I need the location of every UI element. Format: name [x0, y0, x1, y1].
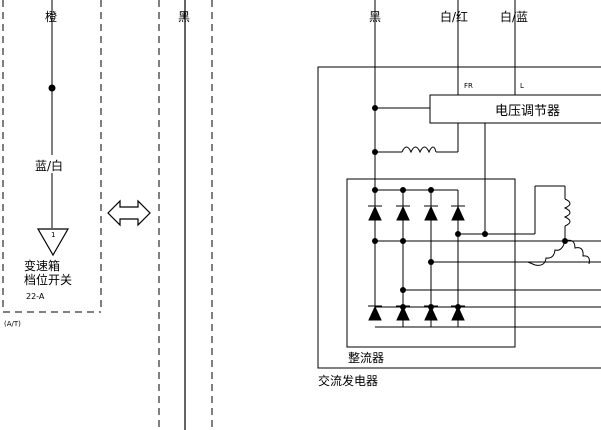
diode-icon	[424, 205, 438, 221]
switch-note: (A/T)	[4, 320, 21, 328]
diode-group-upper	[368, 205, 465, 221]
junction-dots	[372, 105, 568, 310]
wire-label-orange: 橙	[45, 9, 57, 24]
double-arrow-icon	[107, 199, 151, 227]
middle-strip	[158, 0, 213, 430]
diode-icon	[368, 305, 382, 321]
diode-group-lower	[368, 305, 465, 321]
wire-label-black-right: 黑	[369, 10, 381, 24]
ground-triangle-icon	[36, 228, 70, 257]
diode-icon	[368, 205, 382, 221]
switch-code: 22-A	[26, 292, 45, 301]
diode-icon	[451, 205, 465, 221]
coil-icon	[563, 198, 571, 227]
diode-icon	[396, 205, 410, 221]
wire-label-white-red: 白/红	[440, 9, 468, 24]
alternator-box	[317, 66, 601, 369]
switch-name-line1: 变速箱	[24, 258, 60, 273]
alternator-label: 交流发电器	[318, 373, 378, 388]
coil-icon	[401, 146, 437, 154]
regulator-pin-fr: FR	[464, 82, 473, 90]
regulator-pin-l: L	[520, 82, 524, 90]
coil-icon	[564, 239, 590, 265]
rectifier-box	[346, 178, 516, 348]
regulator-label: 电压调节器	[495, 104, 560, 119]
switch-name-line2: 档位开关	[24, 272, 72, 287]
wire-label-black-mid: 黑	[178, 10, 190, 24]
switch-pin-number: 1	[51, 231, 55, 239]
coil-icon	[534, 240, 566, 266]
switch-panel	[2, 0, 102, 313]
rectifier-label: 整流器	[348, 350, 384, 365]
wire-label-white-blue: 白/蓝	[500, 9, 528, 24]
junction-dot	[48, 84, 56, 92]
wire-label-blue-white: 蓝/白	[35, 158, 63, 173]
